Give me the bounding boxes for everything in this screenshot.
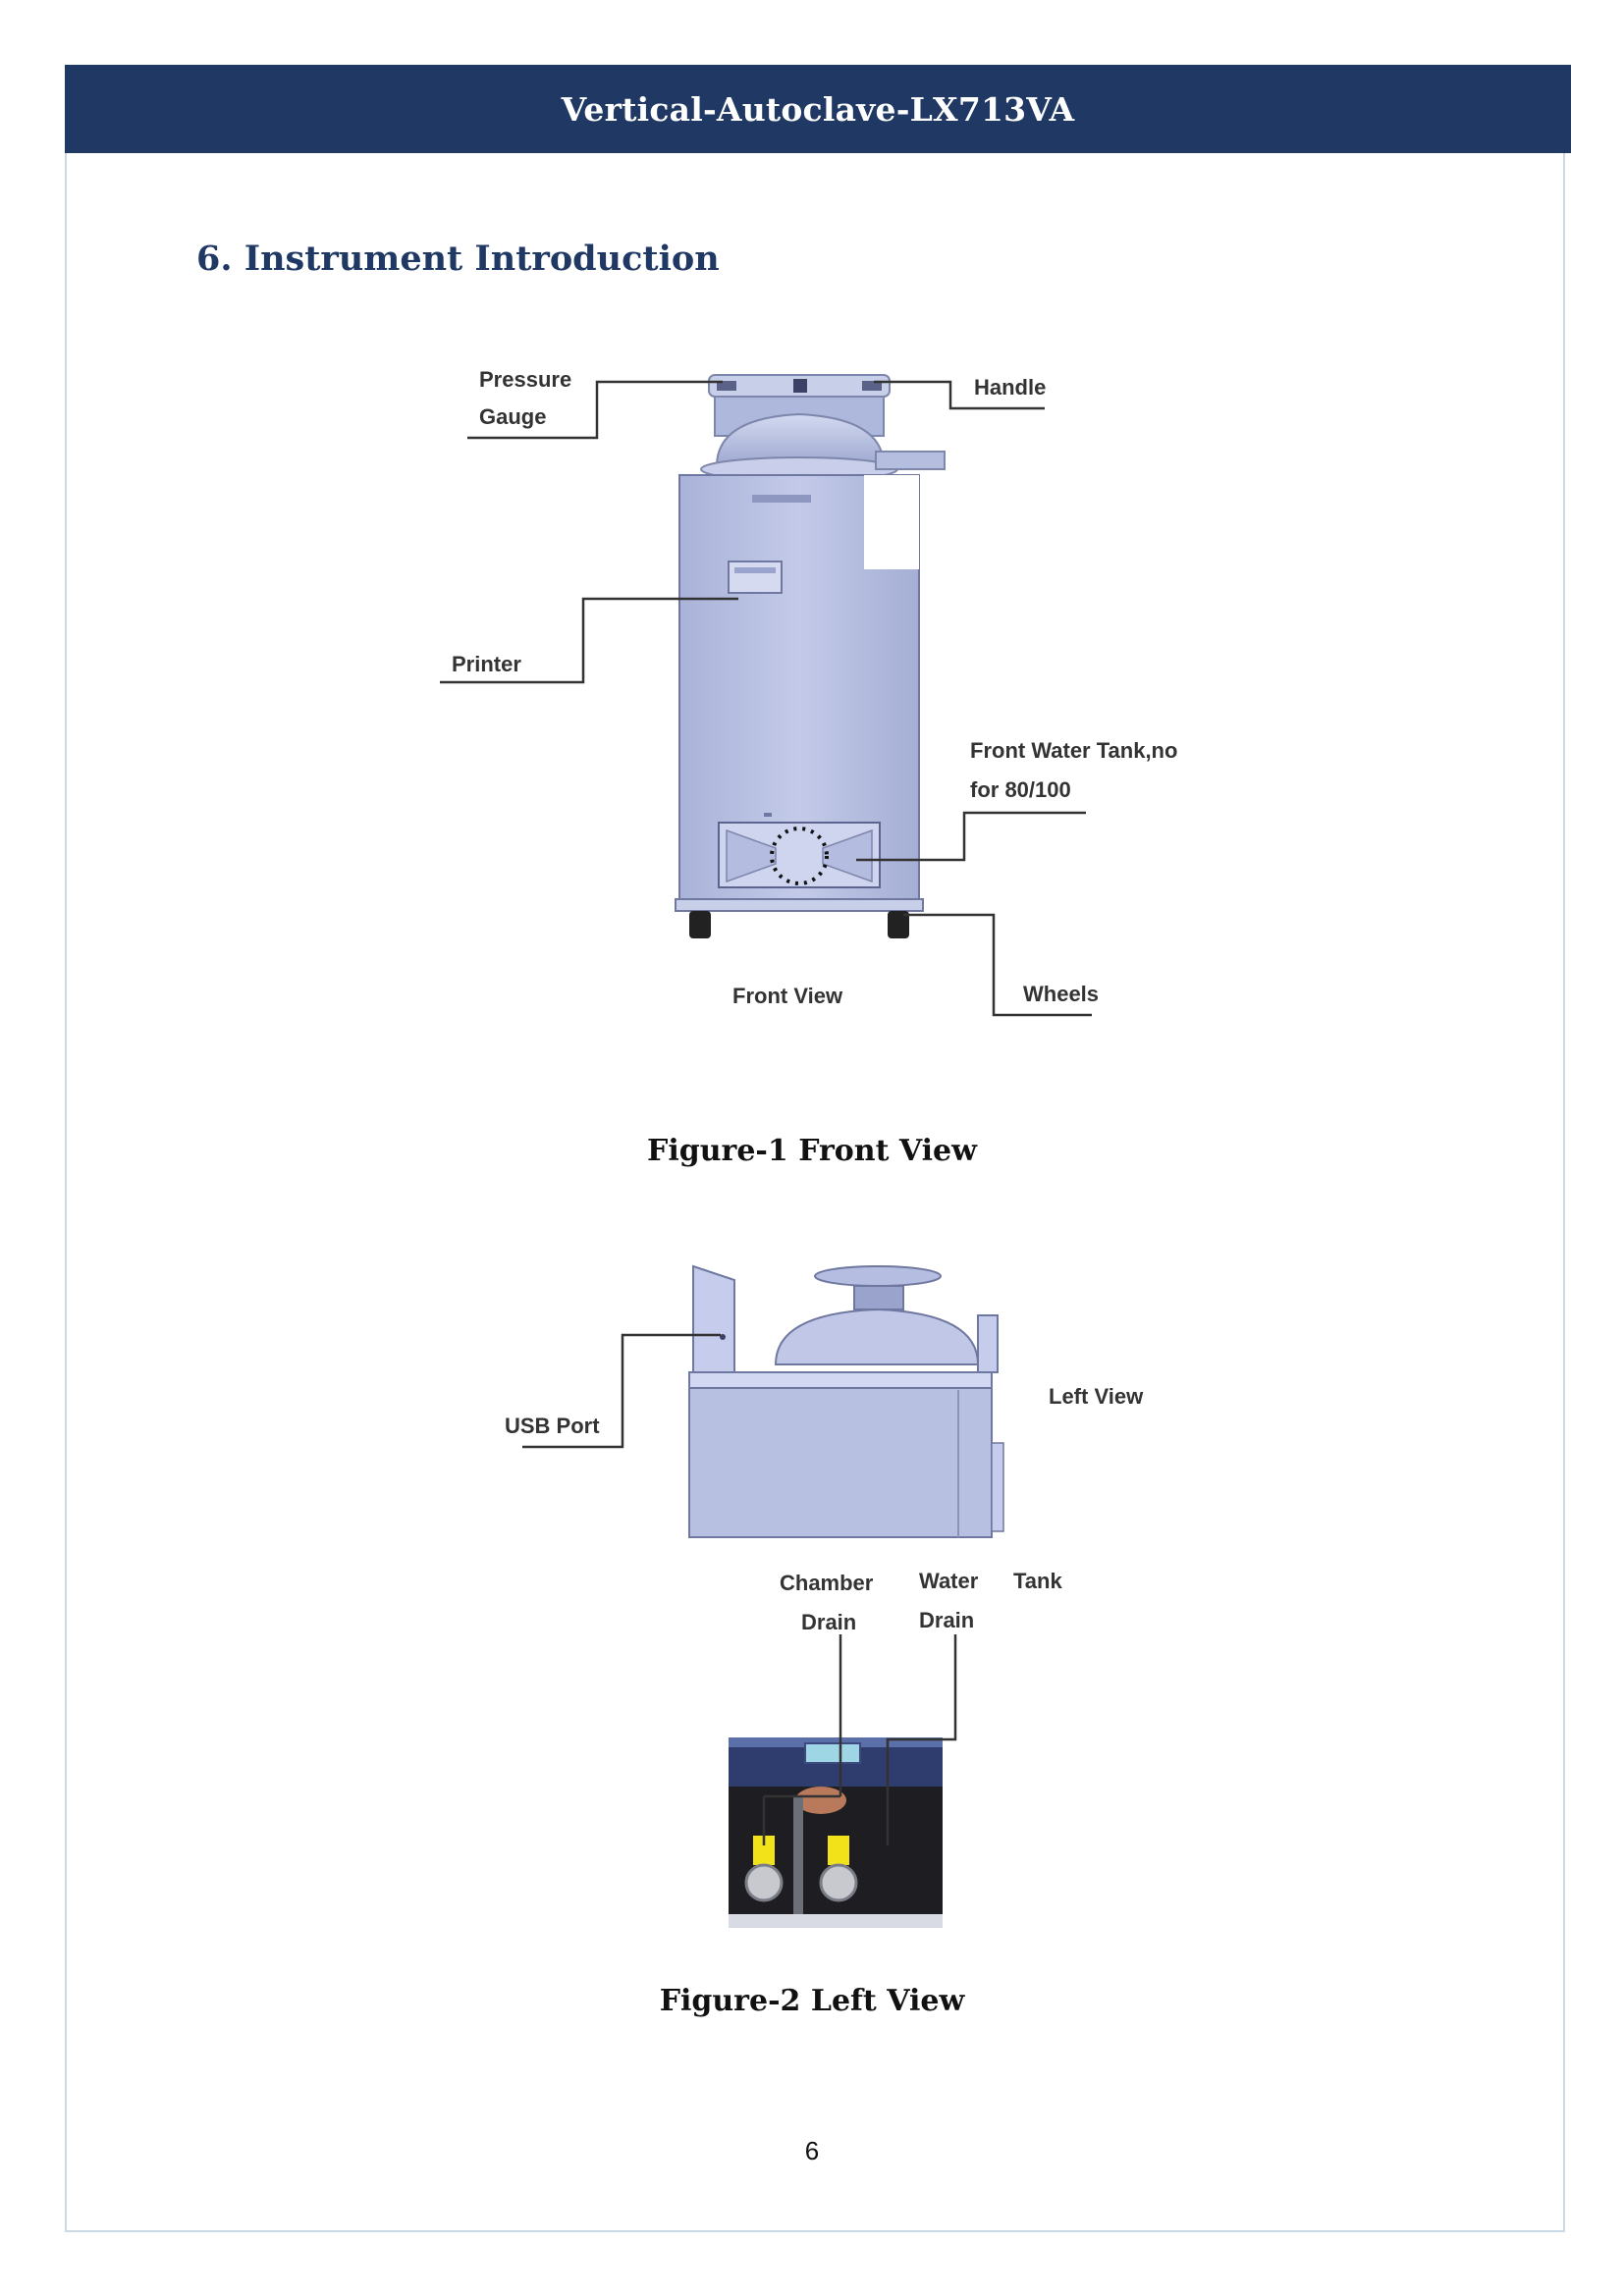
side-cabinet xyxy=(688,1264,1004,1538)
figure2-leader-lines xyxy=(522,1333,957,1845)
label-chamber-drain-line1: Chamber xyxy=(780,1571,874,1595)
figure1-leader-lines xyxy=(440,380,1092,1017)
label-front-view: Front View xyxy=(732,984,843,1008)
label-pressure-gauge-line2: Gauge xyxy=(479,404,546,429)
handle-assembly xyxy=(708,374,891,398)
document-title: Vertical-Autoclave-LX713VA xyxy=(561,89,1075,129)
drain-closeup xyxy=(729,1737,943,1928)
base-and-wheels xyxy=(675,898,924,938)
section-number: 6. xyxy=(196,239,233,279)
lid-dome xyxy=(700,396,946,482)
figure1-caption: Figure-1 Front View xyxy=(647,1134,977,1168)
section-title: Instrument Introduction xyxy=(244,239,720,279)
label-left-view: Left View xyxy=(1049,1384,1144,1409)
label-water-tank-drain-word2: Tank xyxy=(1013,1569,1062,1593)
front-water-tank-panel xyxy=(718,813,881,888)
label-handle: Handle xyxy=(974,375,1046,400)
figure-front-view: Pressure Gauge Handle Printer Front Wate… xyxy=(440,367,1177,1017)
label-water-tank-drain-line2: Drain xyxy=(919,1608,974,1632)
document-header: Vertical-Autoclave-LX713VA xyxy=(65,65,1571,153)
label-wheels: Wheels xyxy=(1023,982,1099,1006)
label-printer: Printer xyxy=(452,652,521,676)
figure-left-view: USB Port Left View Chamber Drain Water T… xyxy=(505,1264,1144,1928)
label-usb-port: USB Port xyxy=(505,1414,600,1438)
label-front-water-tank-line2: for 80/100 xyxy=(970,777,1071,802)
label-chamber-drain-line2: Drain xyxy=(801,1610,856,1634)
section-heading: 6. Instrument Introduction xyxy=(196,239,720,279)
label-pressure-gauge-line1: Pressure xyxy=(479,367,571,392)
label-front-water-tank-line1: Front Water Tank,no xyxy=(970,738,1177,763)
figure2-caption: Figure-2 Left View xyxy=(659,1984,965,2018)
page-number: 6 xyxy=(804,2136,820,2165)
label-water-tank-drain-line1: Water xyxy=(919,1569,979,1593)
